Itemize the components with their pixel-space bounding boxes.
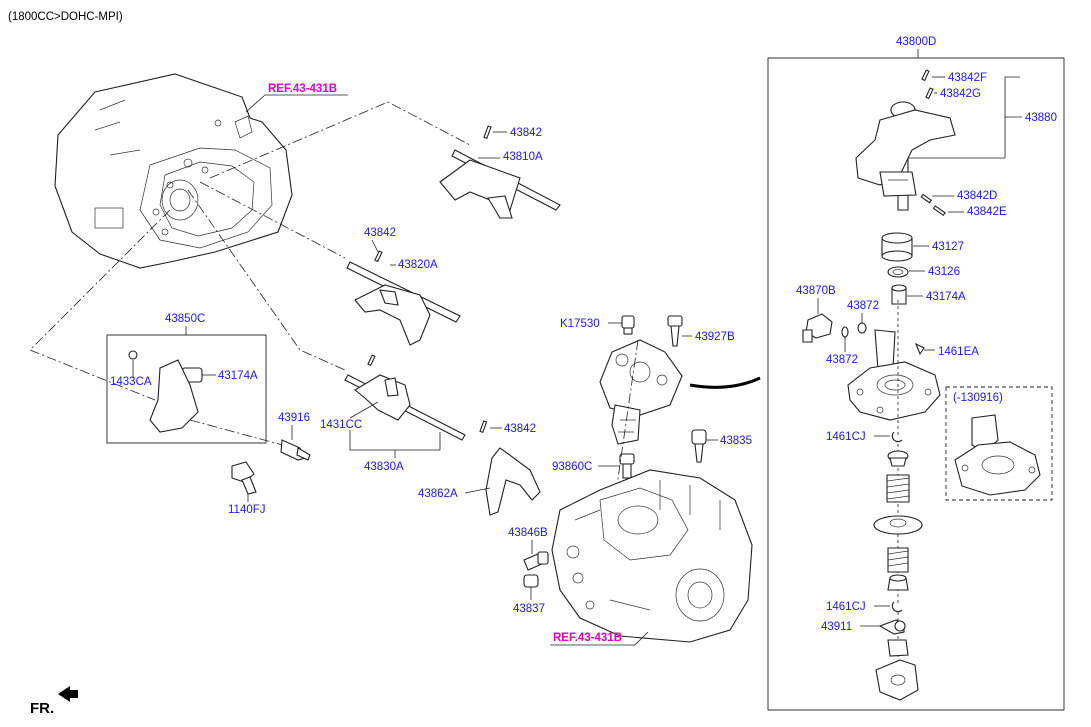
part-label-43837: 43837 — [513, 603, 545, 615]
pin-1461ea — [914, 342, 925, 356]
part-label-43872a: 43872 — [847, 300, 879, 312]
pin-43842f — [921, 69, 930, 82]
assembly-box-43800d — [767, 57, 1065, 711]
part-label-130916: (-130916) — [953, 392, 1003, 404]
spring-43911 — [878, 619, 906, 635]
shift-rail-43810a — [439, 125, 561, 219]
part-label-43800d: 43800D — [896, 36, 936, 48]
bushing-43174a — [891, 284, 907, 305]
pin-43842e — [932, 205, 946, 217]
part-label-43870b: 43870B — [796, 285, 836, 297]
part-label-43820a: 43820A — [398, 259, 438, 271]
spring-seat-upper — [887, 450, 909, 467]
part-label-43927b: 43927B — [695, 331, 735, 343]
bolt-1140fj — [231, 461, 257, 495]
clip-1461cj-lower — [891, 601, 903, 613]
shift-fork-43862a — [485, 447, 541, 516]
control-housing-43800d — [847, 329, 941, 421]
part-label-43842-2: 43842 — [364, 227, 396, 239]
part-label-1461cj-upper: 1461CJ — [826, 431, 866, 443]
seal-43126 — [887, 266, 909, 278]
ref-upper-leader — [245, 94, 348, 113]
clip-1461cj-upper — [891, 431, 903, 443]
part-label-43126: 43126 — [928, 266, 960, 278]
part-label-43127: 43127 — [932, 241, 964, 253]
part-label-43842-1: 43842 — [510, 127, 542, 139]
part-label-43174a-left: 43174A — [218, 370, 258, 382]
part-label-43842e: 43842E — [967, 206, 1007, 218]
part-label-43842g: 43842G — [940, 88, 981, 100]
transmission-case-housing — [54, 73, 293, 269]
shift-rail-43820a — [346, 250, 461, 346]
part-label-43846b: 43846B — [508, 527, 548, 539]
spring-upper — [886, 474, 910, 503]
assembly-box-43850c — [106, 334, 267, 444]
shift-lever-43880 — [855, 101, 956, 211]
part-label-43830a: 43830A — [364, 461, 404, 473]
part-label-93860c: 93860C — [552, 461, 592, 473]
bolt-43927b — [667, 315, 683, 347]
part-label-43911: 43911 — [821, 621, 852, 633]
spring-plate — [873, 515, 923, 535]
sensor-k17530 — [621, 315, 635, 335]
part-label-43842d: 43842D — [957, 190, 997, 202]
part-label-43810a: 43810A — [503, 151, 543, 163]
part-label-43174a-right: 43174A — [926, 291, 966, 303]
part-label-43842f: 43842F — [948, 72, 987, 84]
ref-lower-leader — [550, 631, 649, 646]
part-label-1461cj-lower: 1461CJ — [826, 601, 866, 613]
plug-43837 — [523, 574, 539, 588]
pin-43842g — [925, 87, 934, 100]
shift-rail-43830a — [344, 354, 466, 441]
switch-93860c — [619, 453, 635, 479]
front-arrow-icon — [58, 686, 78, 702]
part-label-43842-3: 43842 — [504, 423, 536, 435]
sensor-43846b — [523, 551, 549, 571]
select-lever-43850c — [128, 350, 203, 433]
washer-43872b — [841, 326, 849, 338]
part-label-43872b: 43872 — [826, 354, 858, 366]
pin-43842d — [920, 193, 933, 204]
front-orientation-label: FR. — [30, 700, 54, 717]
spring-pin-43842-3 — [479, 420, 488, 434]
ref-label-upper: REF.43-431B — [268, 83, 337, 95]
transmission-case-lower — [551, 469, 753, 643]
phantom-line-1 — [209, 101, 471, 179]
bushing-43127 — [881, 232, 913, 262]
part-label-43862a: 43862A — [418, 488, 458, 500]
part-label-43880: 43880 — [1025, 112, 1057, 124]
spring-lower — [887, 547, 909, 573]
part-label-1140fj: 1140FJ — [228, 504, 266, 516]
plug-43835 — [691, 429, 707, 463]
control-housing-130916 — [954, 414, 1041, 496]
ref-label-lower: REF.43-431B — [553, 632, 622, 644]
phantom-line-2 — [199, 181, 346, 259]
part-label-43850c: 43850C — [165, 313, 205, 325]
part-label-43835: 43835 — [720, 435, 752, 447]
part-label-43916: 43916 — [278, 412, 310, 424]
shift-control-housing — [599, 339, 683, 445]
assembly-box-130916 — [945, 386, 1053, 501]
assembly-link-curve — [689, 376, 761, 389]
shift-link-lower — [875, 639, 919, 701]
part-label-k17530: K17530 — [560, 318, 600, 330]
phantom-line-5 — [189, 419, 291, 448]
lever-43870b — [802, 313, 833, 343]
part-label-1433ca: 1433CA — [110, 376, 152, 388]
bolt-43916 — [280, 439, 311, 461]
part-label-1431cc: 1431CC — [320, 419, 362, 431]
engine-spec-text: (1800CC>DOHC-MPI) — [8, 11, 123, 23]
washer-43872a — [857, 322, 867, 334]
part-label-1461ea: 1461EA — [938, 346, 979, 358]
spring-seat-lower — [887, 574, 909, 591]
